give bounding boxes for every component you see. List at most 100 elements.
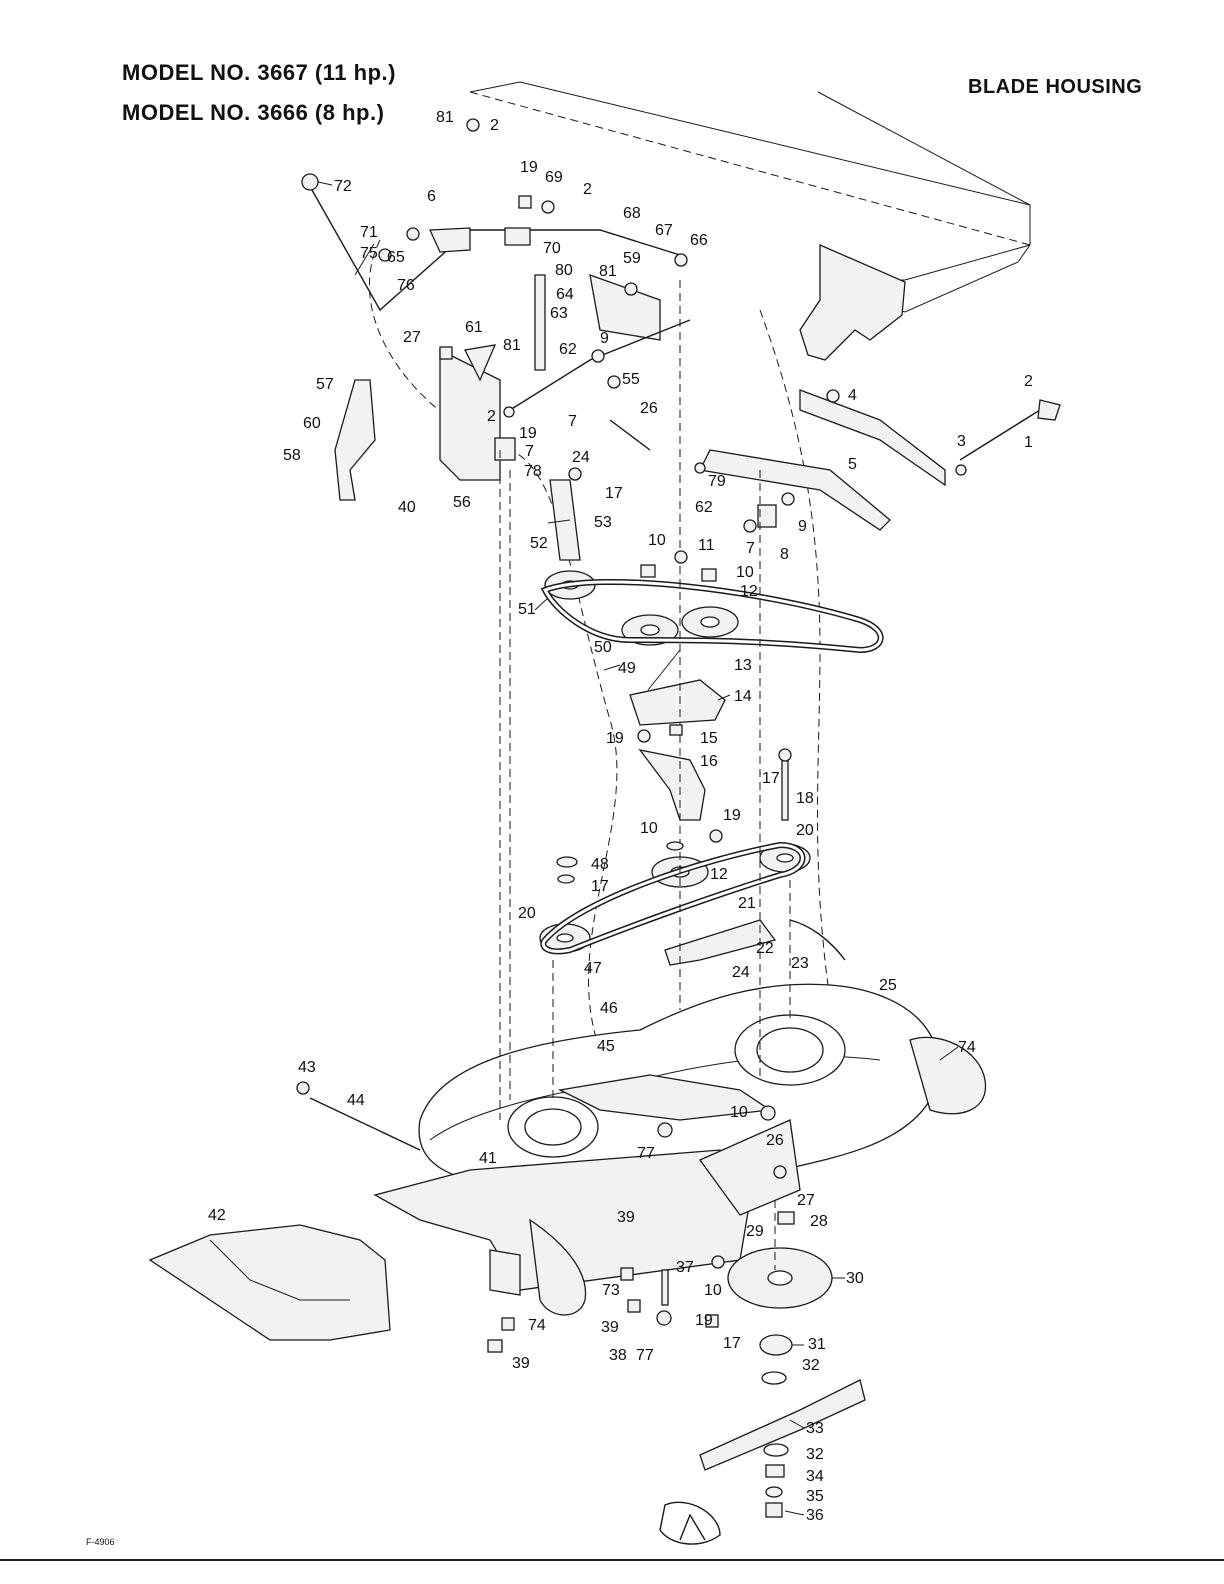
callout-44: 44 bbox=[347, 1092, 365, 1109]
deck-outline-right bbox=[759, 309, 831, 1001]
leader-lines bbox=[317, 181, 959, 1516]
callout-81: 81 bbox=[503, 337, 521, 354]
callout-56: 56 bbox=[453, 494, 471, 511]
callout-61: 61 bbox=[465, 319, 483, 336]
model-number-8hp: MODEL NO. 3666 (8 hp.) bbox=[122, 100, 385, 125]
discharge-chute bbox=[148, 1224, 391, 1341]
callout-67: 67 bbox=[655, 222, 673, 239]
callout-3: 3 bbox=[957, 433, 966, 450]
callout-27: 27 bbox=[403, 329, 421, 346]
callout-10: 10 bbox=[640, 820, 658, 837]
section-title: BLADE HOUSING bbox=[968, 76, 1143, 98]
callout-78: 78 bbox=[524, 463, 542, 480]
callout-19: 19 bbox=[723, 807, 741, 824]
model-number-11hp: MODEL NO. 3667 (11 hp.) bbox=[122, 60, 396, 85]
callout-9: 9 bbox=[798, 518, 807, 535]
mower-deck bbox=[373, 983, 987, 1316]
callout-19: 19 bbox=[519, 425, 537, 442]
callout-45: 45 bbox=[597, 1038, 615, 1055]
blade-spindle bbox=[699, 1247, 866, 1518]
callout-24: 24 bbox=[572, 449, 590, 466]
callout-74: 74 bbox=[958, 1039, 976, 1056]
upper-pulley-group bbox=[540, 570, 884, 821]
callout-62: 62 bbox=[559, 341, 577, 358]
figure-code: F-4906 bbox=[86, 1537, 115, 1547]
callout-2: 2 bbox=[583, 181, 592, 198]
callout-47: 47 bbox=[584, 960, 602, 977]
manufacturer-mark bbox=[659, 1501, 721, 1545]
part-callouts: 81 2 19 69 2 72 6 71 75 65 76 70 68 67 6… bbox=[208, 109, 1033, 1524]
callout-58: 58 bbox=[283, 447, 301, 464]
callout-26: 26 bbox=[766, 1132, 784, 1149]
callout-39: 39 bbox=[617, 1209, 635, 1226]
callout-39: 39 bbox=[601, 1319, 619, 1336]
callout-9: 9 bbox=[600, 330, 609, 347]
callout-12: 12 bbox=[710, 866, 728, 883]
callout-17: 17 bbox=[762, 770, 780, 787]
callout-10: 10 bbox=[736, 564, 754, 581]
callout-17: 17 bbox=[591, 878, 609, 895]
lower-pulley-group bbox=[539, 841, 846, 966]
callout-23: 23 bbox=[791, 955, 809, 972]
callout-4: 4 bbox=[848, 387, 857, 404]
callout-75: 75 bbox=[360, 245, 378, 262]
callout-10: 10 bbox=[730, 1104, 748, 1121]
callout-20: 20 bbox=[796, 822, 814, 839]
callout-7: 7 bbox=[525, 443, 534, 460]
callout-52: 52 bbox=[530, 535, 548, 552]
deck-outline-left bbox=[368, 239, 618, 1051]
frame-rail bbox=[469, 81, 1031, 361]
callout-81: 81 bbox=[599, 263, 617, 280]
callout-12: 12 bbox=[740, 583, 758, 600]
callout-17: 17 bbox=[605, 485, 623, 502]
callout-51: 51 bbox=[518, 601, 536, 618]
callout-17: 17 bbox=[723, 1335, 741, 1352]
callout-32: 32 bbox=[802, 1357, 820, 1374]
callout-14: 14 bbox=[734, 688, 752, 705]
callout-65: 65 bbox=[387, 249, 405, 266]
callout-70: 70 bbox=[543, 240, 561, 257]
alignment-lines bbox=[499, 280, 791, 1270]
callout-40: 40 bbox=[398, 499, 416, 516]
callout-31: 31 bbox=[808, 1336, 826, 1353]
callout-16: 16 bbox=[700, 753, 718, 770]
callout-19: 19 bbox=[520, 159, 538, 176]
callout-7: 7 bbox=[746, 540, 755, 557]
callout-2: 2 bbox=[490, 117, 499, 134]
callout-74: 74 bbox=[528, 1317, 546, 1334]
callout-80: 80 bbox=[555, 262, 573, 279]
callout-42: 42 bbox=[208, 1207, 226, 1224]
callout-11: 11 bbox=[698, 537, 715, 554]
callout-59: 59 bbox=[623, 250, 641, 267]
callout-8: 8 bbox=[780, 546, 789, 563]
callout-33: 33 bbox=[806, 1420, 824, 1437]
callout-18: 18 bbox=[796, 790, 814, 807]
callout-20: 20 bbox=[518, 905, 536, 922]
callout-19: 19 bbox=[695, 1312, 713, 1329]
lift-linkage bbox=[301, 173, 691, 561]
callout-6: 6 bbox=[427, 188, 436, 205]
callout-19: 19 bbox=[606, 730, 624, 747]
callout-10: 10 bbox=[704, 1282, 722, 1299]
callout-30: 30 bbox=[846, 1270, 864, 1287]
hardware bbox=[296, 118, 967, 1353]
callout-36: 36 bbox=[806, 1507, 824, 1524]
callout-66: 66 bbox=[690, 232, 708, 249]
callout-27: 27 bbox=[797, 1192, 815, 1209]
callout-68: 68 bbox=[623, 205, 641, 222]
callout-49: 49 bbox=[618, 660, 636, 677]
callout-5: 5 bbox=[848, 456, 857, 473]
callout-73: 73 bbox=[602, 1282, 620, 1299]
callout-48: 48 bbox=[591, 856, 609, 873]
callout-24: 24 bbox=[732, 964, 750, 981]
callout-53: 53 bbox=[594, 514, 612, 531]
callout-39: 39 bbox=[512, 1355, 530, 1372]
callout-46: 46 bbox=[600, 1000, 618, 1017]
callout-64: 64 bbox=[556, 286, 574, 303]
callout-2: 2 bbox=[487, 408, 496, 425]
callout-15: 15 bbox=[700, 730, 718, 747]
callout-28: 28 bbox=[810, 1213, 828, 1230]
callout-55: 55 bbox=[622, 371, 640, 388]
callout-34: 34 bbox=[806, 1468, 824, 1485]
callout-81: 81 bbox=[436, 109, 454, 126]
